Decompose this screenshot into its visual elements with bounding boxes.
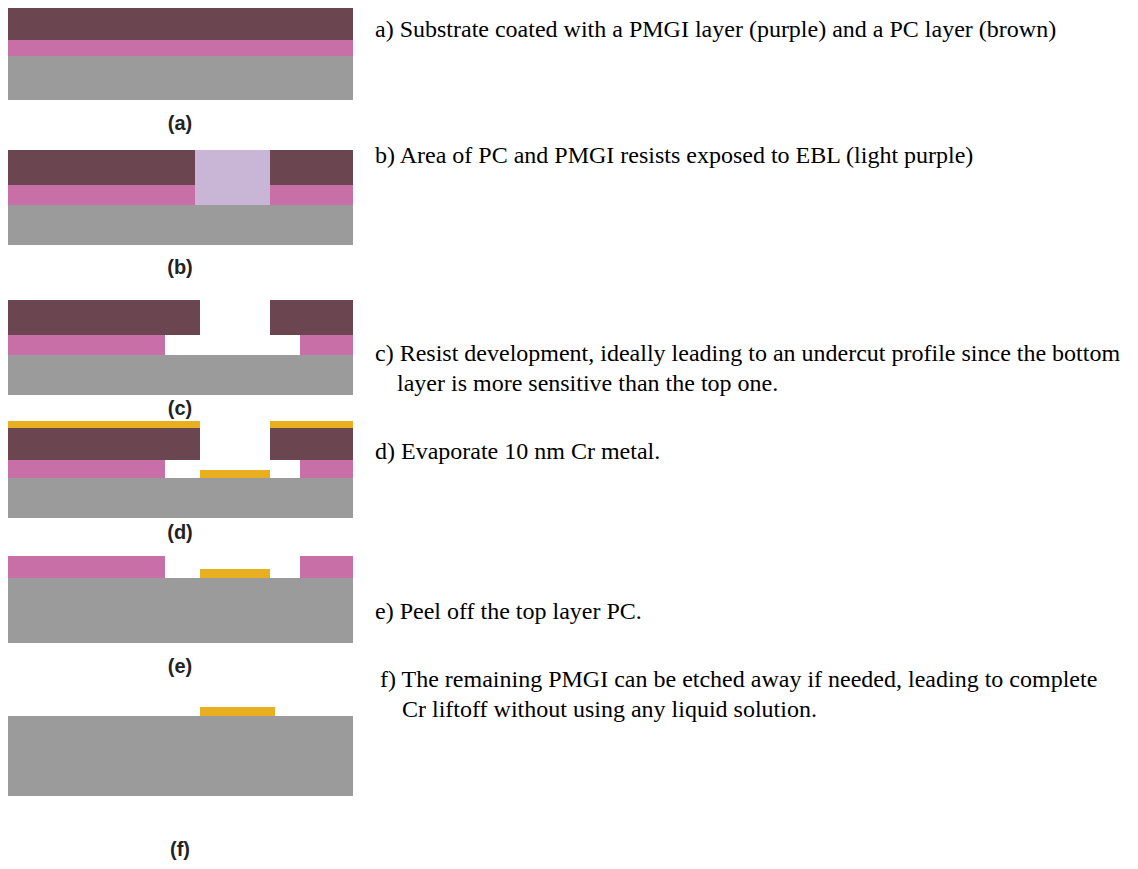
step-e-stack — [8, 556, 353, 643]
step-a-stack — [8, 8, 353, 100]
step-d-stack — [8, 421, 353, 518]
step-description: b) Area of PC and PMGI resists exposed t… — [375, 140, 1065, 170]
step-label: (b) — [150, 256, 210, 279]
step-description: e) Peel off the top layer PC. — [375, 596, 1075, 626]
step-label: (f) — [150, 838, 210, 861]
step-label: (e) — [150, 655, 210, 678]
step-b-stack — [8, 150, 353, 245]
step-label: (a) — [150, 112, 210, 135]
step-description: d) Evaporate 10 nm Cr metal. — [375, 436, 1075, 466]
step-description: a) Substrate coated with a PMGI layer (p… — [375, 14, 1075, 44]
step-label: (c) — [150, 397, 210, 420]
step-description: c) Resist development, ideally leading t… — [375, 338, 1130, 398]
step-f-stack — [8, 707, 353, 796]
step-label: (d) — [150, 521, 210, 544]
step-description: f) The remaining PMGI can be etched away… — [380, 664, 1100, 724]
step-c-stack — [8, 300, 353, 395]
